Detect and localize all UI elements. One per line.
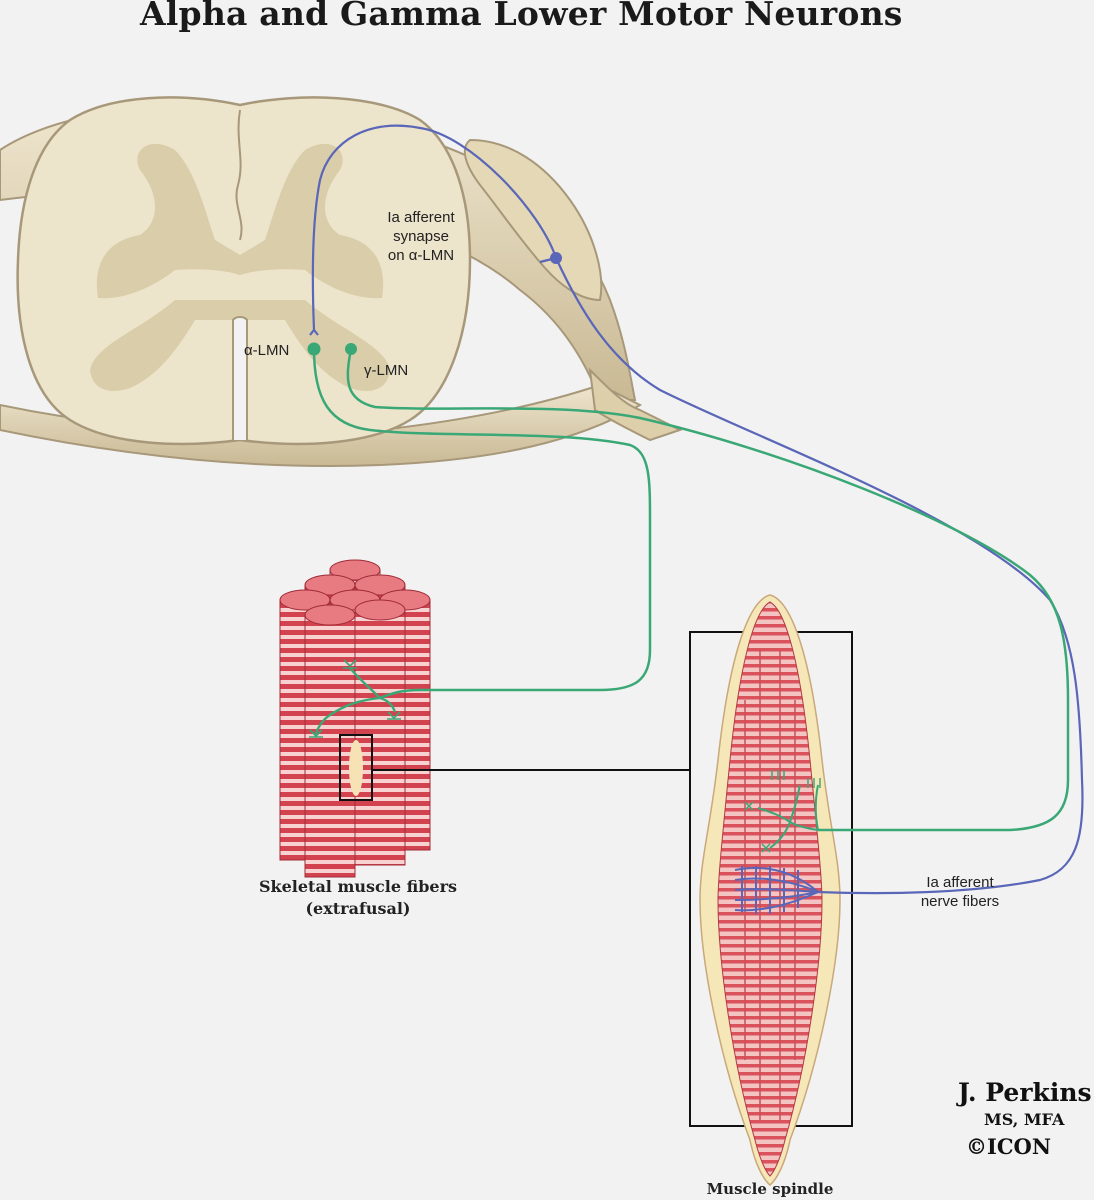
credit-name: J. Perkins [958,1078,1092,1107]
ia-nerve-line-1: Ia afferent [926,874,994,891]
spindle-inset-box [339,734,373,801]
muscle-spindle-caption: Muscle spindle [706,1180,834,1198]
skeletal-muscle-caption: Skeletal muscle fibers (extrafusal) [228,876,488,920]
alpha-lmn-label: α-LMN [244,342,290,359]
dorsal-root-ganglion [463,138,603,302]
ia-synapse-line-1: Ia afferent [387,209,455,226]
credit-copyright: ©ICON [966,1134,1052,1159]
spinal-cord-section [0,96,683,467]
alpha-motor-fiber [312,348,652,700]
ia-synapse-line-3: on α-LMN [387,247,455,264]
gamma-lmn-label: γ-LMN [364,362,409,379]
credit-degrees: MS, MFA [984,1110,1065,1129]
extrafusal-muscle-bundle [279,559,431,878]
skeletal-caption-line-1: Skeletal muscle fibers [258,877,458,896]
ganglion-cell-body [550,252,562,264]
ia-nerve-line-2: nerve fibers [920,893,1000,910]
ia-synapse-label: Ia afferent synapse on α-LMN [366,208,476,265]
ia-afferent-fiber [311,124,1084,895]
diagram-title: Alpha and Gamma Lower Motor Neurons [140,0,903,33]
gamma-endings [744,770,821,853]
annulospiral-endings [734,866,819,914]
skeletal-caption-line-2: (extrafusal) [305,899,411,918]
ia-nerve-fibers-label: Ia afferent nerve fibers [900,873,1020,911]
motor-end-plates [309,659,401,738]
gamma-motor-fiber [346,348,1070,832]
ia-synapse-line-2: synapse [393,228,449,245]
nerve-fibers [307,124,1084,914]
ventral-median-fissure [232,316,248,440]
dorsal-median-septum [235,109,243,241]
credit-block: J. Perkins MS, MFA ©ICON [958,1078,1094,1162]
